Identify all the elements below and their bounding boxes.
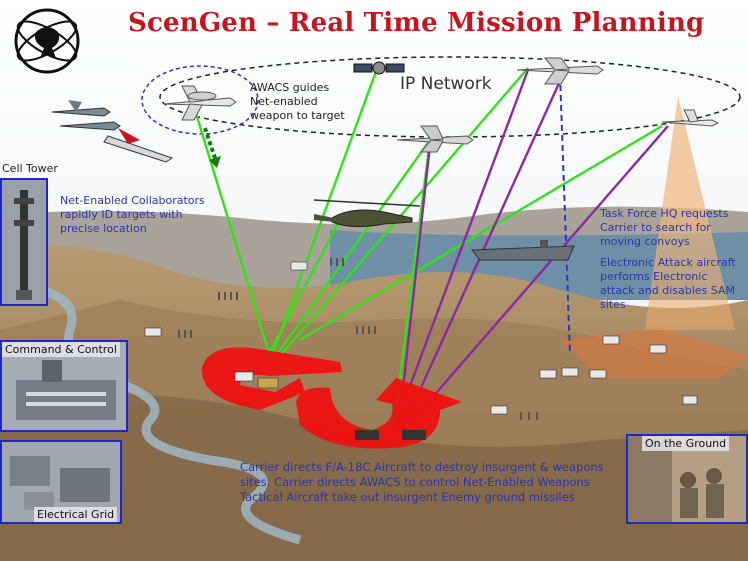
electronic-attack-note: Electronic Attack aircraft performs Elec… <box>600 256 736 311</box>
awacs-aircraft-icon <box>163 85 237 121</box>
helicopter-icon <box>313 199 421 228</box>
on-the-ground-inset: On the Ground <box>626 434 748 524</box>
logo-emblem-icon <box>14 8 80 74</box>
aircraft-carrier-icon <box>470 240 575 261</box>
electrical-grid-inset: Electrical Grid <box>0 440 122 524</box>
fighter-jet-icon <box>51 100 174 163</box>
drone-icon <box>661 109 720 127</box>
electrical-grid-icon <box>2 442 120 522</box>
command-control-inset: Command & Control <box>0 340 128 432</box>
convoy-vehicle-icon <box>144 261 698 415</box>
command-control-label: Command & Control <box>2 342 120 357</box>
troops-icon <box>178 258 538 420</box>
collaborators-note: Net-Enabled Collaborators rapidly ID tar… <box>60 194 205 235</box>
awacs-note: AWACS guides Net-enabled weapon to targe… <box>250 81 345 122</box>
taskforce-note: Task Force HQ requests Carrier to search… <box>600 207 729 248</box>
electrical-grid-label: Electrical Grid <box>34 507 118 522</box>
ip-network-label: IP Network <box>400 74 492 94</box>
cell-tower-label: Cell Tower <box>2 162 58 175</box>
transport-aircraft-icon <box>396 125 474 153</box>
on-the-ground-label: On the Ground <box>642 436 730 451</box>
page-title: ScenGen – Real Time Mission Planning <box>128 8 705 38</box>
satellite-icon <box>353 61 405 75</box>
cell-tower-inset <box>0 178 48 306</box>
carrier-directive-note: Carrier directs F/A-18C Aircraft to dest… <box>240 460 604 504</box>
tanker-aircraft-icon <box>516 57 604 85</box>
cell-tower-icon <box>2 180 46 304</box>
